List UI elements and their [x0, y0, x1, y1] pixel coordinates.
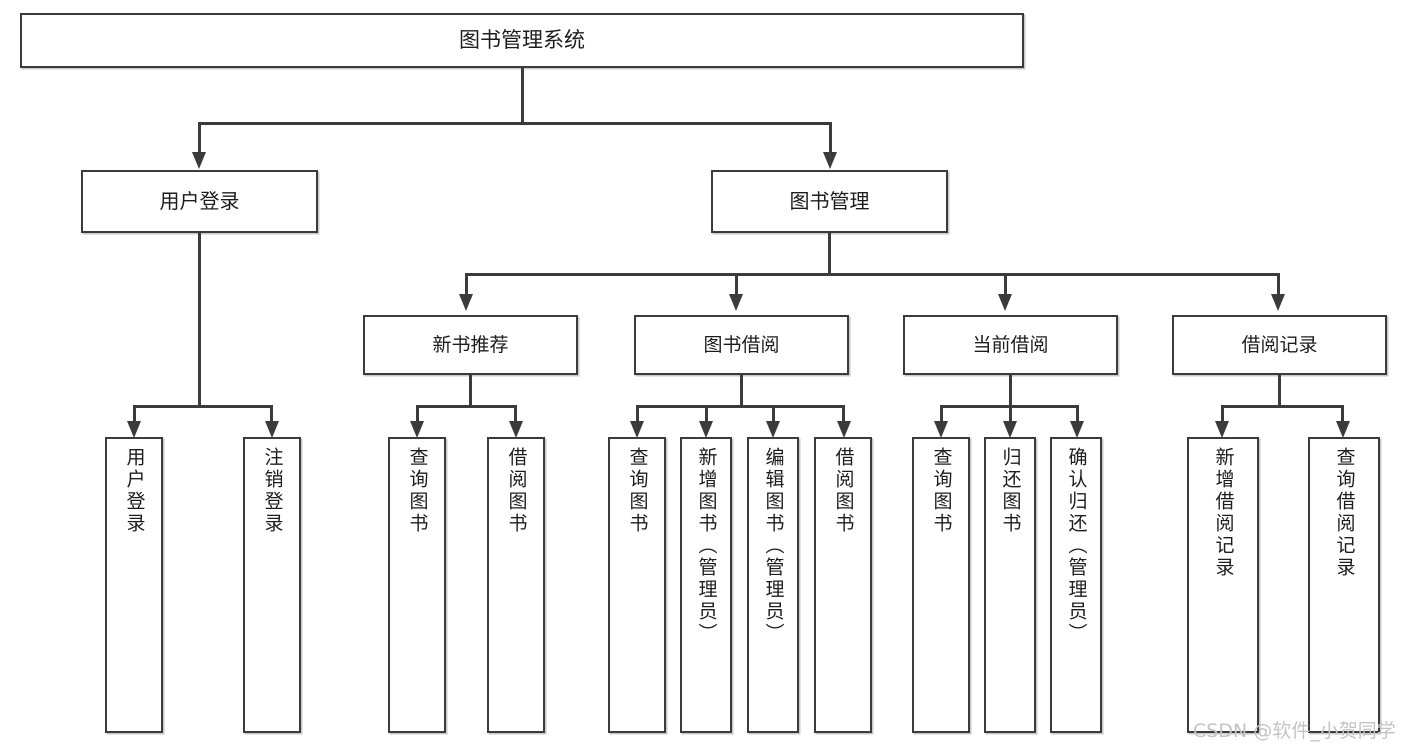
node-label: 新书推荐	[432, 333, 509, 356]
arrowhead-to-leaf-logout	[265, 421, 279, 438]
connector-root-stem	[521, 68, 524, 124]
arrowhead-to-leaf-user-login	[127, 421, 141, 438]
connector-br-drop-2	[1341, 405, 1344, 425]
connector-new-book-bus	[416, 405, 515, 408]
leaf-query-book-nb[interactable]: 查询图书	[388, 437, 446, 733]
arrowhead-bb-leaf-2	[699, 421, 713, 438]
connector-user-login-drop-2	[270, 405, 273, 425]
leaf-return-book[interactable]: 归还图书	[984, 437, 1036, 733]
leaf-add-borrow-record[interactable]: 新增借阅记录	[1187, 437, 1259, 733]
arrowhead-to-user-login	[192, 152, 206, 169]
connector-bb-drop-2	[705, 405, 708, 425]
connector-user-login-bus	[133, 405, 272, 408]
arrowhead-cb-leaf-3	[1070, 421, 1084, 438]
arrowhead-cb-leaf-2	[1003, 421, 1017, 438]
connector-root-drop-right	[829, 122, 832, 154]
node-label: 用户登录	[159, 188, 240, 213]
connector-book-mgmt-drop-3	[1004, 273, 1007, 297]
node-label: 当前借阅	[972, 333, 1049, 356]
leaf-add-book-admin[interactable]: 新增图书（管理员）	[680, 437, 732, 733]
arrowhead-bb-leaf-3	[766, 421, 780, 438]
leaf-borrow-book-nb[interactable]: 借阅图书	[487, 437, 545, 733]
node-label: 图书借阅	[703, 333, 780, 356]
arrowhead-to-book-management	[823, 152, 837, 169]
connector-root-drop-left	[198, 122, 201, 154]
node-user-login[interactable]: 用户登录	[81, 170, 318, 233]
node-label: 查询图书	[930, 447, 953, 535]
node-label: 查询借阅记录	[1333, 447, 1356, 579]
connector-user-login-stem	[198, 233, 201, 405]
leaf-borrow-book-bb[interactable]: 借阅图书	[814, 437, 872, 733]
node-book-borrow[interactable]: 图书借阅	[634, 315, 849, 375]
node-label: 查询图书	[406, 447, 429, 535]
arrowhead-to-current-borrow	[998, 294, 1012, 311]
node-label: 注销登录	[261, 447, 284, 535]
connector-cb-drop-1	[940, 405, 943, 425]
leaf-user-login[interactable]: 用户登录	[105, 437, 163, 733]
connector-new-book-drop-2	[514, 405, 517, 425]
arrowhead-br-leaf-2	[1336, 421, 1350, 438]
connector-book-borrow-stem	[740, 375, 743, 405]
connector-book-mgmt-bus	[465, 273, 1280, 276]
arrowhead-nb-leaf-1	[410, 421, 424, 438]
connector-borrow-record-stem	[1278, 375, 1281, 405]
arrowhead-bb-leaf-4	[837, 421, 851, 438]
leaf-query-borrow-record[interactable]: 查询借阅记录	[1308, 437, 1380, 733]
connector-book-mgmt-drop-1	[465, 273, 468, 297]
node-label: 确认归还（管理员）	[1065, 447, 1088, 645]
leaf-confirm-return-admin[interactable]: 确认归还（管理员）	[1050, 437, 1102, 733]
arrowhead-cb-leaf-1	[934, 421, 948, 438]
node-label: 用户登录	[123, 447, 146, 535]
node-root-system[interactable]: 图书管理系统	[20, 13, 1024, 68]
arrowhead-br-leaf-1	[1215, 421, 1229, 438]
node-label: 查询图书	[626, 447, 649, 535]
leaf-edit-book-admin[interactable]: 编辑图书（管理员）	[747, 437, 799, 733]
node-current-borrow[interactable]: 当前借阅	[903, 315, 1118, 375]
connector-book-mgmt-stem	[828, 233, 831, 275]
node-label: 图书管理系统	[459, 28, 585, 53]
connector-bb-drop-3	[772, 405, 775, 425]
arrowhead-to-book-borrow	[729, 294, 743, 311]
connector-book-borrow-bus	[636, 405, 844, 408]
connector-cb-drop-2	[1009, 405, 1012, 425]
node-label: 借阅记录	[1241, 333, 1318, 356]
leaf-logout[interactable]: 注销登录	[243, 437, 301, 733]
node-label: 借阅图书	[505, 447, 528, 535]
node-label: 编辑图书（管理员）	[762, 447, 785, 645]
node-label: 新增借阅记录	[1212, 447, 1235, 579]
connector-new-book-stem	[469, 375, 472, 405]
node-label: 借阅图书	[832, 447, 855, 535]
connector-cb-drop-3	[1076, 405, 1079, 425]
connector-user-login-drop-1	[133, 405, 136, 425]
connector-new-book-drop-1	[416, 405, 419, 425]
connector-root-bus	[198, 122, 831, 125]
connector-current-borrow-stem	[1009, 375, 1012, 405]
node-new-book-recommend[interactable]: 新书推荐	[363, 315, 578, 375]
arrowhead-nb-leaf-2	[509, 421, 523, 438]
arrowhead-to-borrow-record	[1271, 294, 1285, 311]
node-label: 归还图书	[999, 447, 1022, 535]
arrowhead-to-new-book-rec	[459, 294, 473, 311]
leaf-query-book-cb[interactable]: 查询图书	[912, 437, 970, 733]
connector-br-drop-1	[1221, 405, 1224, 425]
connector-book-mgmt-drop-2	[735, 273, 738, 297]
node-book-management[interactable]: 图书管理	[711, 170, 948, 233]
connector-book-mgmt-drop-4	[1277, 273, 1280, 297]
node-label: 新增图书（管理员）	[695, 447, 718, 645]
node-borrow-record[interactable]: 借阅记录	[1172, 315, 1387, 375]
connector-bb-drop-1	[636, 405, 639, 425]
connector-borrow-record-bus	[1221, 405, 1343, 408]
leaf-query-book-bb[interactable]: 查询图书	[608, 437, 666, 733]
arrowhead-bb-leaf-1	[630, 421, 644, 438]
connector-bb-drop-4	[842, 405, 845, 425]
node-label: 图书管理	[789, 188, 870, 213]
